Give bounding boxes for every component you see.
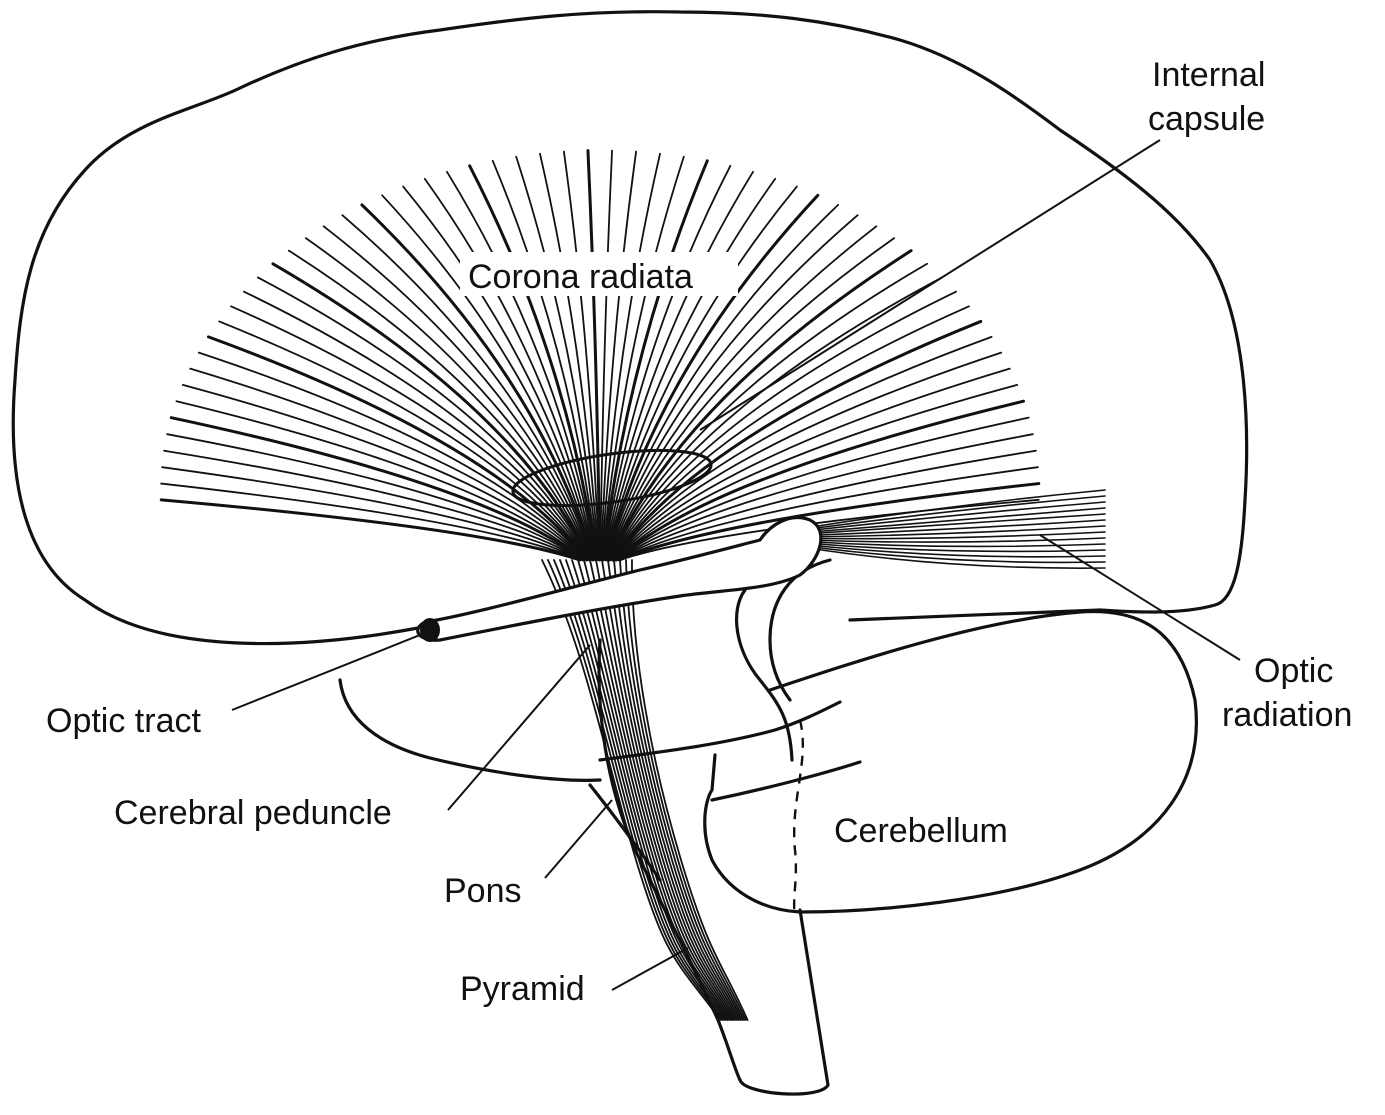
brainstem-outline xyxy=(737,590,828,1094)
optic-radiation-fibers xyxy=(805,490,1105,568)
corona-radiata-fibers xyxy=(161,151,1039,560)
temporal-lobe-outline xyxy=(340,680,600,780)
pyramidal-tract-fiber xyxy=(614,560,742,1020)
leader-internal-capsule xyxy=(700,140,1160,430)
cerebellum-outline xyxy=(705,612,1197,912)
leader-optic-radiation xyxy=(1040,535,1240,660)
cerebellum-dashed-boundary xyxy=(794,720,803,915)
label-cerebral-peduncle: Cerebral peduncle xyxy=(114,794,392,832)
leader-pyramid xyxy=(612,948,688,990)
label-cerebellum: Cerebellum xyxy=(834,812,1008,850)
label-internal-capsule-line2: capsule xyxy=(1148,100,1265,138)
leader-optic-tract xyxy=(232,635,420,710)
leader-cerebral-peduncle xyxy=(448,645,590,810)
optic-tract-cut-end xyxy=(420,618,440,642)
label-pyramid: Pyramid xyxy=(460,970,585,1008)
label-pons: Pons xyxy=(444,872,522,910)
label-optic-tract: Optic tract xyxy=(46,702,201,740)
label-corona-radiata: Corona radiata xyxy=(468,258,693,296)
label-optic-radiation-line1: Optic xyxy=(1254,652,1333,690)
leader-pons xyxy=(545,800,612,878)
label-internal-capsule-line1: Internal xyxy=(1152,56,1265,94)
pyramidal-tract-fibers xyxy=(542,560,748,1020)
cerebellum-fold xyxy=(712,762,860,800)
label-optic-radiation-line2: radiation xyxy=(1222,696,1352,734)
